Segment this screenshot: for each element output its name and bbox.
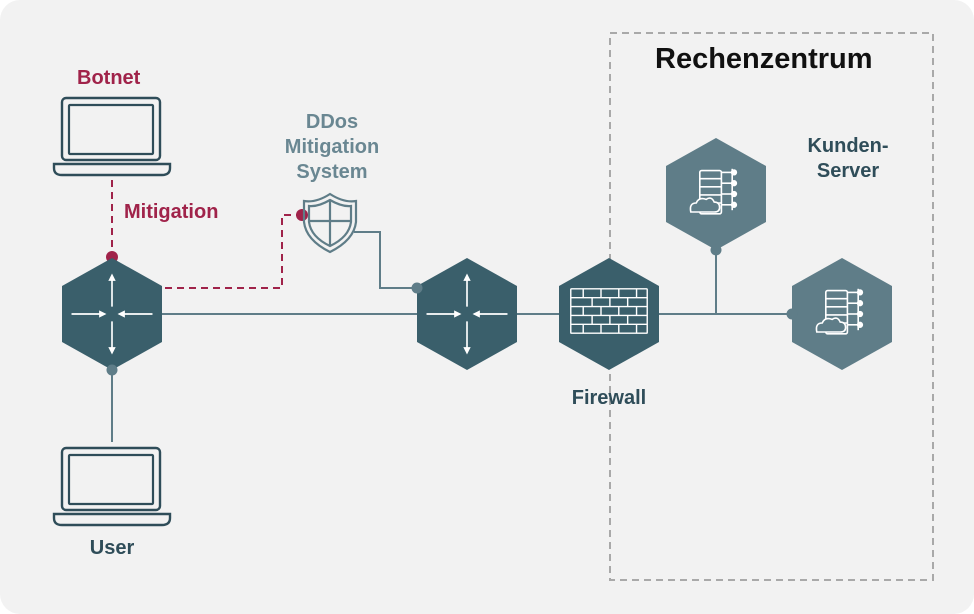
datacenter-title: Rechenzentrum bbox=[655, 43, 873, 75]
user-label: User bbox=[89, 537, 135, 559]
mitigation-label: Mitigation bbox=[124, 201, 219, 223]
server-hexagon-2 bbox=[792, 258, 892, 370]
server2-connector-dot bbox=[786, 308, 798, 320]
firewall-hexagon bbox=[559, 258, 659, 370]
server1-connector-dot bbox=[710, 244, 722, 256]
server-hexagon-1 bbox=[666, 138, 766, 250]
link-ddos-router bbox=[354, 231, 417, 289]
ddos-system-label: DDos Mitigation System bbox=[284, 111, 380, 183]
customer-server-label: Kunden- Server bbox=[807, 135, 889, 182]
user-connector-dot bbox=[106, 364, 118, 376]
firewall-label: Firewall bbox=[571, 387, 647, 409]
edge-router-hexagon bbox=[62, 258, 162, 370]
attack-node-ddos bbox=[296, 209, 308, 221]
core-router-hexagon bbox=[417, 258, 517, 370]
shield-icon bbox=[302, 192, 358, 254]
attack-path bbox=[111, 180, 302, 289]
botnet-label: Botnet bbox=[77, 67, 141, 89]
ddos-connector-dot bbox=[411, 282, 423, 294]
